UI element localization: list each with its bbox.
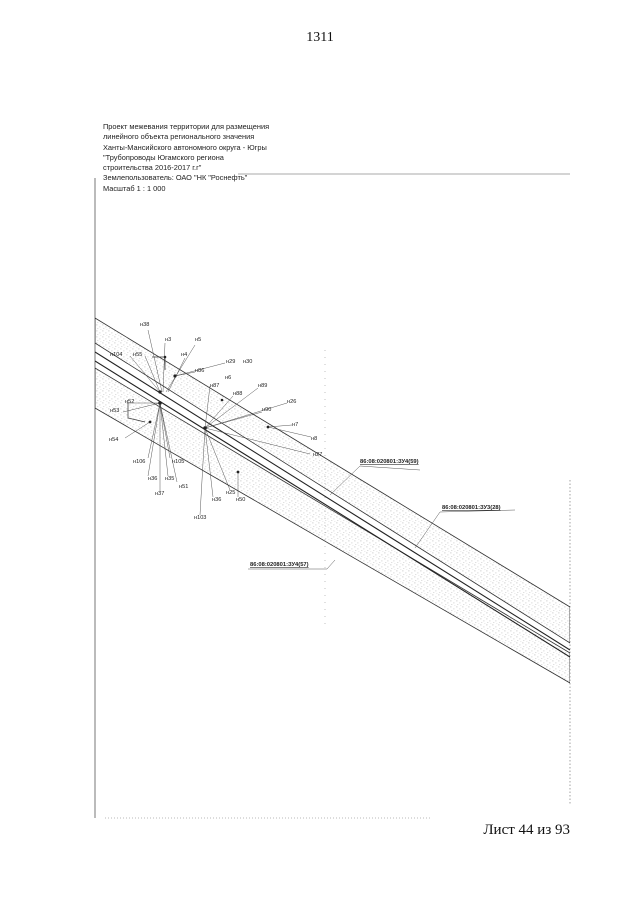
point-label: н89 bbox=[258, 383, 267, 389]
leader bbox=[165, 344, 196, 393]
leader bbox=[159, 402, 169, 477]
survey-point bbox=[148, 420, 152, 424]
sheet-frame bbox=[94, 173, 571, 819]
boundary-lower-step bbox=[127, 403, 146, 423]
survey-point bbox=[236, 470, 240, 474]
leader bbox=[174, 371, 196, 377]
point-labels: н38 н3 н5 н4 н104 н55 н29 н30 н86 н6 н87… bbox=[109, 322, 322, 521]
parcel-label-zu4-57: 86:08:020801:ЗУ4(57) bbox=[250, 562, 309, 568]
title-line: строительства 2016-2017 г.г" bbox=[103, 163, 202, 173]
point-label: н6 bbox=[225, 375, 231, 381]
corridor-lower bbox=[95, 367, 570, 684]
point-label: н86 bbox=[195, 368, 204, 374]
point-label: н8 bbox=[311, 436, 317, 442]
point-label: н36 bbox=[212, 497, 221, 503]
point-label: н55 bbox=[133, 352, 142, 358]
leader bbox=[359, 465, 421, 471]
leader bbox=[162, 342, 166, 393]
title-line: линейного объекта регионального значения bbox=[103, 132, 255, 142]
leader bbox=[204, 427, 231, 491]
point-label: н104 bbox=[110, 352, 122, 358]
point-label: н50 bbox=[236, 497, 245, 503]
point-label: н54 bbox=[109, 437, 118, 443]
leader bbox=[204, 402, 288, 429]
leader bbox=[199, 427, 206, 516]
point-label: н106 bbox=[133, 459, 145, 465]
leader bbox=[204, 427, 214, 498]
point-label: н105 bbox=[172, 459, 184, 465]
leader bbox=[204, 395, 234, 429]
pipeline-axis-2 bbox=[95, 360, 570, 658]
leader bbox=[204, 427, 311, 455]
point-label: н7 bbox=[292, 422, 298, 428]
survey-point bbox=[220, 398, 224, 402]
corridor-upper bbox=[95, 317, 570, 644]
leader bbox=[144, 355, 161, 393]
leader bbox=[204, 387, 259, 429]
survey-points bbox=[148, 355, 270, 474]
point-label: н38 bbox=[140, 322, 149, 328]
title-block: Проект межевания территории для размещен… bbox=[103, 122, 343, 194]
leader bbox=[174, 362, 226, 377]
survey-point bbox=[266, 425, 270, 429]
point-label: н35 bbox=[165, 476, 174, 482]
survey-point bbox=[158, 401, 162, 405]
point-label: н25 bbox=[226, 490, 235, 496]
survey-point bbox=[158, 390, 162, 394]
point-label: н5 bbox=[195, 337, 201, 343]
survey-point bbox=[163, 355, 167, 359]
survey-point bbox=[203, 426, 207, 430]
leader bbox=[147, 329, 163, 393]
point-label: н30 bbox=[243, 359, 252, 365]
leader bbox=[122, 402, 161, 413]
point-label: н103 bbox=[194, 515, 206, 521]
scale-line: Масштаб 1 : 1 000 bbox=[103, 183, 166, 193]
parcel-labels: 86:08:020801:ЗУ4(59) 86:08:020801:ЗУ3(28… bbox=[250, 459, 501, 568]
point-label: н51 bbox=[179, 484, 188, 490]
survey-point bbox=[173, 374, 177, 378]
leader bbox=[329, 465, 361, 496]
pipeline-axis-1 bbox=[95, 351, 570, 651]
leader bbox=[267, 426, 312, 438]
leader bbox=[414, 511, 441, 549]
leader bbox=[167, 357, 186, 393]
point-label: н27 bbox=[313, 452, 322, 458]
sheet-label: Лист 44 из 93 bbox=[483, 822, 570, 838]
title-line: Проект межевания территории для размещен… bbox=[103, 122, 270, 131]
parcel-label-zu4-59: 86:08:020801:ЗУ4(59) bbox=[360, 459, 419, 465]
leader bbox=[204, 385, 211, 429]
leader bbox=[204, 411, 263, 429]
point-label: н53 bbox=[110, 408, 119, 414]
point-label: н87 bbox=[210, 383, 219, 389]
point-label: н88 bbox=[233, 391, 242, 397]
point-label: н3 bbox=[165, 337, 171, 343]
leader bbox=[147, 402, 161, 477]
point-label: н37 bbox=[155, 491, 164, 497]
leader-lines bbox=[122, 329, 516, 570]
leader bbox=[439, 509, 516, 513]
point-label: н52 bbox=[125, 399, 134, 405]
leader bbox=[159, 402, 171, 459]
point-label: н29 bbox=[226, 359, 235, 365]
leader bbox=[147, 402, 161, 459]
title-line: Ханты-Мансийского автономного округа - Ю… bbox=[103, 142, 267, 152]
land-user-line: Землепользователь: ОАО "НК "Роснефть" bbox=[103, 173, 248, 183]
parcel-label-zu3-28: 86:08:020801:ЗУ3(28) bbox=[442, 505, 501, 511]
point-label: н90 bbox=[262, 407, 271, 413]
corridor-group bbox=[95, 317, 570, 684]
leader bbox=[124, 421, 151, 439]
point-label: н36 bbox=[148, 476, 157, 482]
page-number: 1311 bbox=[306, 30, 334, 45]
leader bbox=[326, 559, 336, 570]
leader bbox=[129, 355, 161, 393]
point-label: н26 bbox=[287, 399, 296, 405]
point-label: н4 bbox=[181, 352, 187, 358]
leader bbox=[159, 402, 178, 483]
title-line: "Трубопроводы Югамского региона bbox=[103, 152, 224, 162]
leader bbox=[267, 424, 293, 428]
